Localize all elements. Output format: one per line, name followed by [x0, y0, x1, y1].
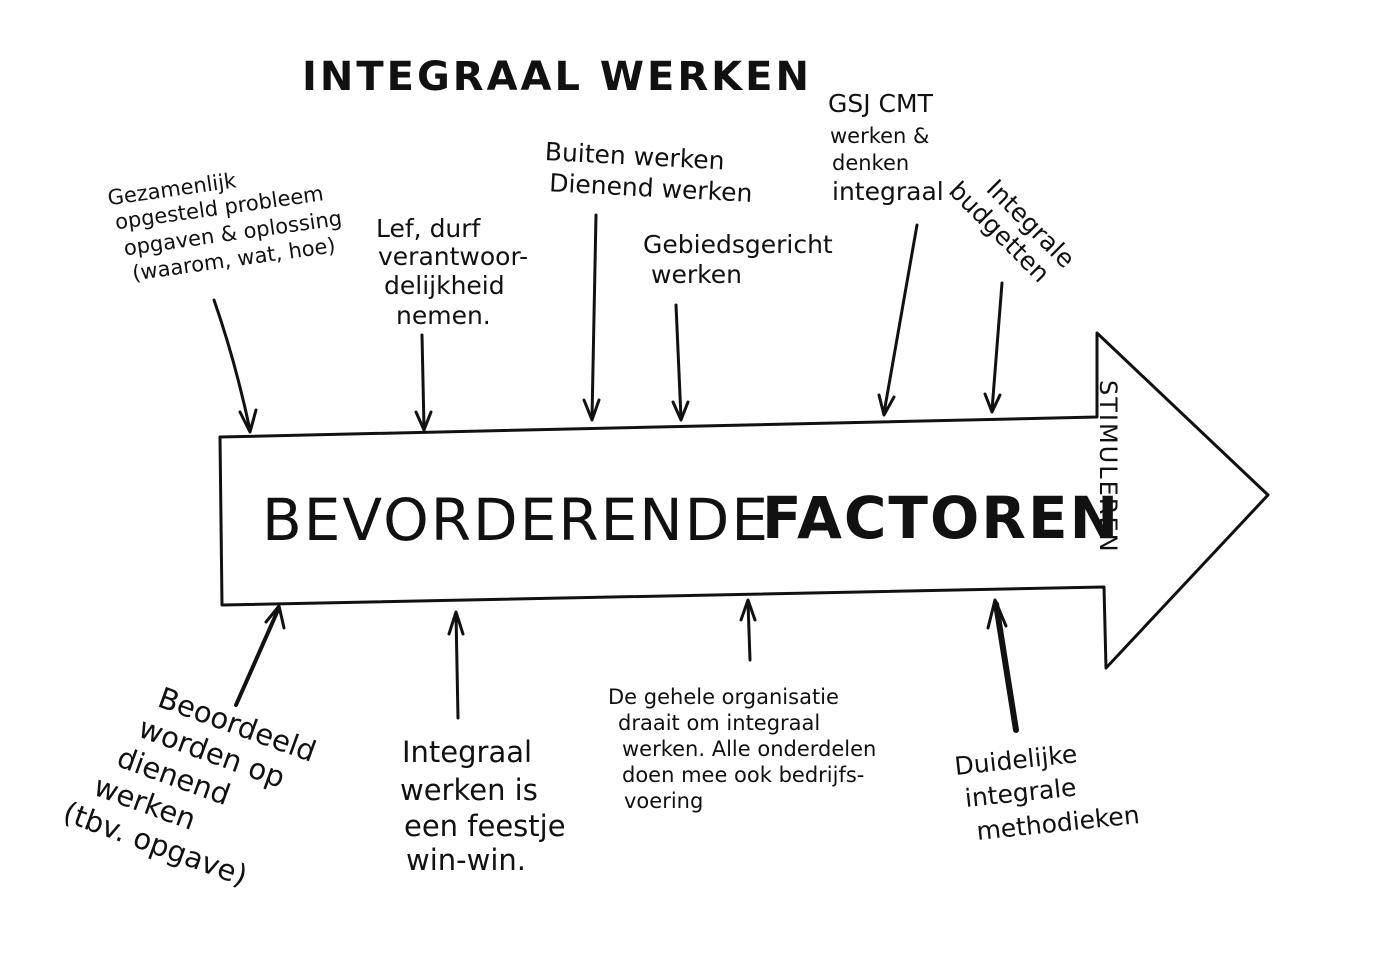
bottom-factor-2-line-2: werken is	[400, 773, 538, 807]
top-factor-4: Gebiedsgericht werken	[643, 230, 833, 289]
bottom-factor-2-line-4: win-win.	[406, 843, 526, 877]
top-factor-2: Lef, durf verantwoor- delijkheid nemen.	[376, 214, 528, 330]
top-factor-3: Buiten werken Dienend werken	[544, 137, 753, 208]
top-factor-5-arrow	[877, 223, 919, 417]
top-factor-5: GSJ CMT werken & denken integraal	[828, 89, 944, 206]
top-factor-5-line-3: denken	[832, 151, 909, 175]
top-factor-5-line-1: GSJ CMT	[828, 89, 934, 118]
bottom-factor-2: Integraal werken is een feestje win-win.	[400, 735, 566, 877]
bottom-factor-3-line-4: doen mee ook bedrijfs-	[622, 763, 864, 787]
bottom-factor-1: Beoordeeld worden op dienend werken (tbv…	[59, 680, 321, 892]
top-factor-5-line-2: werken &	[830, 124, 929, 148]
top-factor-4-line-1: Gebiedsgericht	[643, 230, 833, 259]
top-factor-3-arrow	[582, 213, 601, 422]
bottom-factor-1-arrow	[234, 604, 286, 707]
bottom-factor-3-arrow	[739, 598, 757, 662]
bottom-factor-2-line-1: Integraal	[402, 735, 532, 769]
bottom-factor-3-line-1: De gehele organisatie	[608, 685, 839, 709]
bottom-factor-4-arrow	[986, 598, 1019, 733]
top-factor-2-line-2: verantwoor-	[378, 242, 528, 271]
arrow-tip-label: STIMULEREN	[1094, 380, 1122, 554]
diagram-title: INTEGRAAL WERKEN	[302, 54, 812, 100]
main-arrow-label: BEVORDERENDE FACTOREN	[262, 484, 1120, 554]
bottom-factor-3-line-5: voering	[624, 789, 703, 813]
top-factor-4-line-2: werken	[651, 260, 742, 289]
top-factor-6-arrow	[983, 281, 1004, 414]
top-factor-2-arrow	[414, 333, 433, 432]
bottom-factor-3-line-2: draait om integraal	[618, 711, 820, 735]
top-factor-2-line-4: nemen.	[396, 301, 491, 330]
top-factor-6: Integrale budgetten	[943, 174, 1080, 288]
bottom-factor-4-line-2: integrale	[964, 773, 1078, 814]
bottom-factor-2-line-3: een feestje	[404, 809, 566, 843]
bottom-factor-3: De gehele organisatie draait om integraa…	[608, 685, 876, 813]
main-label-part2: FACTOREN	[762, 484, 1120, 552]
top-factor-1: Gezamenlijk opgesteld probleem opgaven &…	[106, 168, 343, 285]
bottom-factor-2-arrow	[447, 610, 465, 720]
main-label-part1: BEVORDERENDE	[262, 486, 770, 554]
top-factor-5-line-4: integraal	[832, 177, 944, 206]
main-arrow-shape	[218, 331, 1270, 670]
top-factor-4-arrow	[671, 303, 690, 422]
bottom-factor-3-line-3: werken. Alle onderdelen	[622, 737, 876, 761]
top-factor-2-line-1: Lef, durf	[376, 214, 482, 243]
top-factor-2-line-3: delijkheid	[384, 271, 505, 300]
top-factor-1-arrow	[212, 298, 258, 434]
bottom-factor-4: Duidelijke integrale methodieken	[953, 739, 1141, 846]
